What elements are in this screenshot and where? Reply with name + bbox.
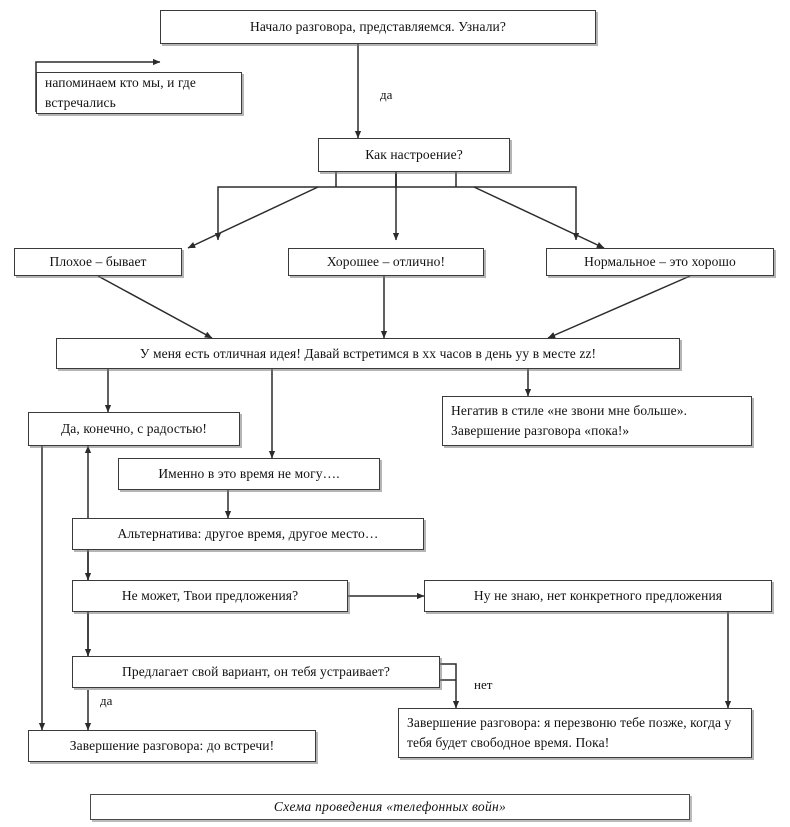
node-remind-label: напоминаем кто мы, и где встречались [45, 75, 196, 110]
node-cannot-your-ideas[interactable]: Не может, Твои предложения? [72, 580, 348, 612]
node-cannot-this-time[interactable]: Именно в это время не могу…. [118, 458, 380, 490]
node-yes-gladly[interactable]: Да, конечно, с радостью! [28, 412, 240, 446]
node-start[interactable]: Начало разговора, представляемся. Узнали… [160, 10, 596, 44]
node-proposal[interactable]: У меня есть отличная идея! Давай встрети… [56, 338, 680, 369]
node-mood-bad[interactable]: Плохое – бывает [14, 248, 182, 276]
node-alternative[interactable]: Альтернатива: другое время, другое место… [72, 518, 424, 550]
diagram-caption-label: Схема проведения «телефонных войн» [273, 799, 507, 814]
node-cannot-your-ideas-label: Не может, Твои предложения? [121, 588, 299, 604]
node-end-meeting-label: Завершение разговора: до встречи! [69, 738, 275, 754]
node-mood-question-label: Как настроение? [365, 147, 463, 163]
node-end-meeting[interactable]: Завершение разговора: до встречи! [28, 730, 316, 762]
node-yes-gladly-label: Да, конечно, с радостью! [60, 421, 208, 437]
node-mood-normal[interactable]: Нормальное – это хорошо [546, 248, 774, 276]
node-start-label: Начало разговора, представляемся. Узнали… [250, 19, 506, 35]
edge-label-no-offers: нет [474, 677, 493, 692]
node-negative-label: Негатив в стиле «не звони мне больше». З… [451, 403, 688, 438]
node-proposal-label: У меня есть отличная идея! Давай встрети… [139, 345, 597, 361]
node-mood-good[interactable]: Хорошее – отлично! [288, 248, 484, 276]
node-end-callback[interactable]: Завершение разговора: я перезвоню тебе п… [398, 708, 752, 758]
node-remind[interactable]: напоминаем кто мы, и где встречались [36, 72, 242, 114]
diagram-caption: Схема проведения «телефонных войн» [90, 794, 690, 820]
node-mood-normal-label: Нормальное – это хорошо [584, 254, 736, 270]
node-dont-know[interactable]: Ну не знаю, нет конкретного предложения [424, 580, 772, 612]
node-dont-know-label: Ну не знаю, нет конкретного предложения [473, 588, 723, 604]
node-mood-bad-label: Плохое – бывает [49, 254, 147, 270]
node-mood-good-label: Хорошее – отлично! [326, 254, 446, 270]
node-cannot-this-time-label: Именно в это время не могу…. [158, 466, 340, 482]
node-offers-option[interactable]: Предлагает свой вариант, он тебя устраив… [72, 656, 440, 688]
node-offers-option-label: Предлагает свой вариант, он тебя устраив… [122, 664, 390, 680]
node-mood-question[interactable]: Как настроение? [318, 138, 510, 172]
node-negative[interactable]: Негатив в стиле «не звони мне больше». З… [442, 396, 752, 446]
edge-label-yes-start: да [380, 87, 393, 102]
node-end-callback-label: Завершение разговора: я перезвоню тебе п… [407, 715, 732, 750]
edge-label-yes-offers: да [100, 693, 113, 708]
node-alternative-label: Альтернатива: другое время, другое место… [117, 526, 379, 542]
